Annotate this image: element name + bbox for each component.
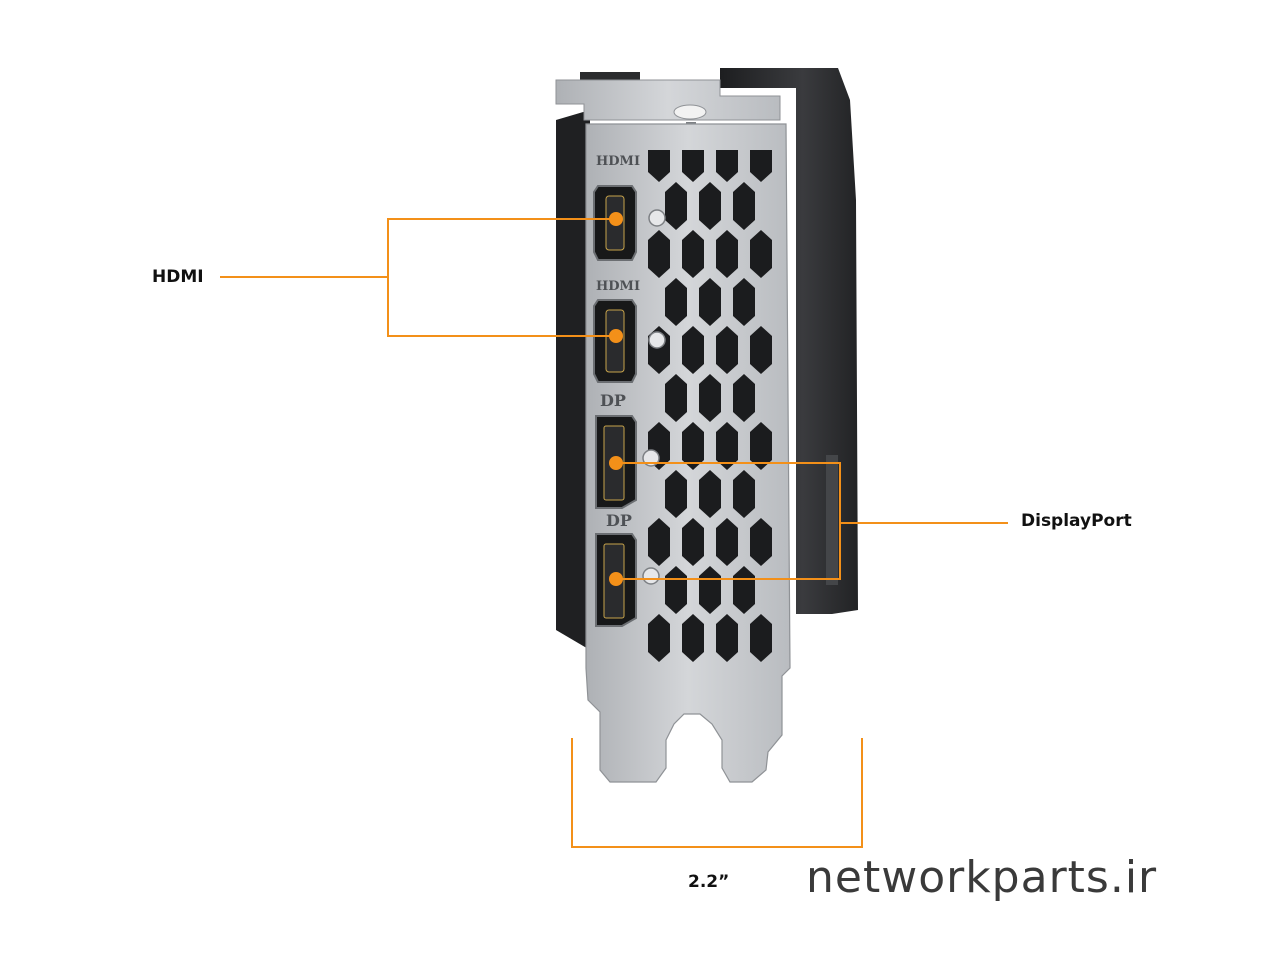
hdmi-callout-label: HDMI [152,267,204,287]
dp-marking-bottom: DP [606,511,632,530]
hdmi-marking-top: HDMI [596,154,640,169]
hdmi-callout-lines [220,218,616,337]
hdmi-1-dot [609,212,623,226]
dp-1-dot [609,456,623,470]
displayport-callout-label: DisplayPort [1021,511,1132,531]
hdmi-2-dot [609,329,623,343]
width-dimension-lines [571,738,863,848]
hdmi-marking-bottom: HDMI [596,279,640,294]
dp-2-dot [609,572,623,586]
width-dimension-label: 2.2” [688,872,730,892]
displayport-callout-lines [616,462,1008,580]
callout-dots [609,212,623,586]
dp-marking-top: DP [600,391,626,410]
site-watermark: networkparts.ir [806,852,1158,903]
